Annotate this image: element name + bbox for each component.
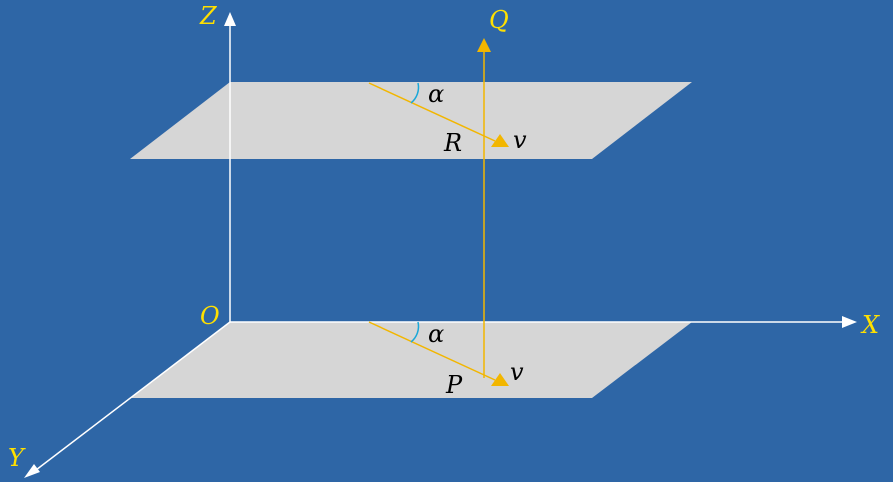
z-axis-arrowhead: [224, 12, 236, 26]
x-axis-arrowhead: [842, 316, 857, 328]
lower-velocity-label: v: [510, 358, 524, 386]
y-axis-label: Y: [8, 444, 26, 472]
y-axis-arrowhead: [24, 464, 40, 478]
lower-velocity-arrowhead: [491, 373, 509, 386]
origin-label: O: [200, 302, 220, 330]
lower-angle-arc: [410, 321, 420, 343]
y-axis-line: [35, 321, 231, 471]
x-axis-label: X: [860, 311, 880, 339]
lower-velocity-line: [368, 321, 496, 381]
upper-velocity-label: v: [513, 126, 527, 154]
point-q-label: Q: [489, 6, 509, 34]
upper-angle-label: α: [428, 80, 444, 108]
upper-velocity-line: [368, 82, 496, 142]
point-r-label: R: [443, 129, 462, 157]
upper-angle-arc: [410, 82, 420, 104]
lower-plane: [130, 322, 692, 398]
point-p-label: P: [445, 371, 463, 399]
upper-plane: [130, 82, 692, 159]
z-axis-label: Z: [199, 2, 218, 30]
lower-angle-label: α: [428, 320, 444, 348]
upper-velocity-arrowhead: [491, 134, 509, 147]
vector-q-arrowhead: [477, 38, 491, 52]
